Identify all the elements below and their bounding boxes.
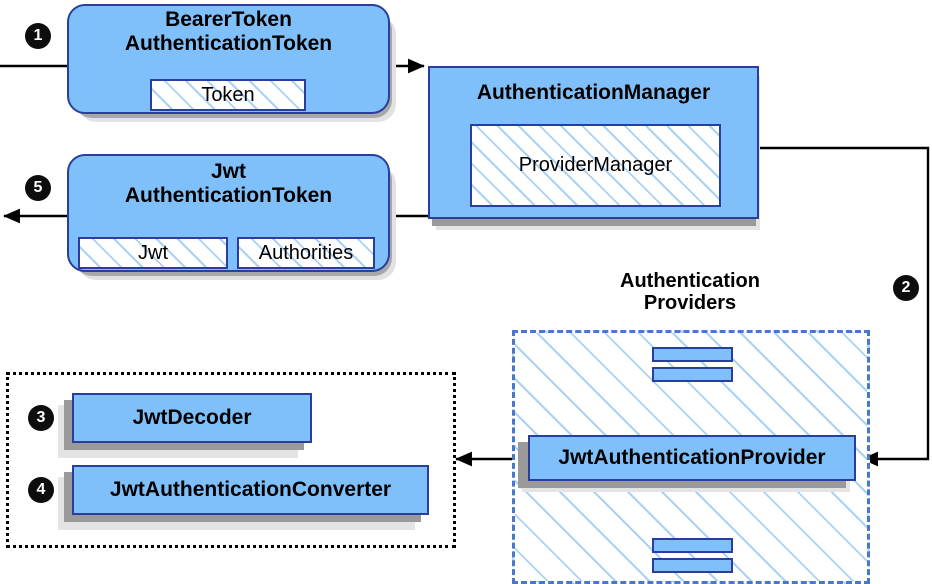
jwt-components-container (6, 372, 456, 548)
provider-bar-top-2 (652, 367, 733, 382)
badge-step-3-number: 3 (36, 409, 46, 426)
badge-step-5: 5 (25, 175, 51, 201)
jwt-inner-label: Jwt (138, 241, 168, 264)
badge-step-2: 2 (893, 275, 919, 301)
provider-bar-bottom-2 (652, 558, 733, 573)
jwt-authentication-token-inner-authorities-box: Authorities (237, 237, 375, 269)
authentication-providers-title: Authentication Providers (620, 269, 760, 314)
badge-step-1-number: 1 (33, 27, 43, 44)
jwt-authentication-token-inner-jwt-box: Jwt (78, 237, 228, 269)
badge-step-5-number: 5 (33, 179, 43, 196)
jwt-decoder-card[interactable] (72, 393, 312, 443)
provider-manager-label: ProviderManager (518, 154, 673, 176)
authorities-inner-label: Authorities (258, 241, 354, 264)
badge-step-4-number: 4 (36, 481, 46, 498)
bearer-token-inner-token-box: Token (150, 79, 306, 111)
jwt-authentication-provider-title: JwtAuthenticationProvider (558, 446, 826, 470)
authentication-manager-title: AuthenticationManager (476, 81, 711, 105)
bearer-token-title: BearerToken AuthenticationToken (124, 8, 333, 55)
badge-step-3: 3 (28, 405, 54, 431)
badge-step-2-number: 2 (901, 279, 911, 296)
jwt-authentication-token-title: Jwt AuthenticationToken (124, 160, 333, 207)
jwt-decoder-title: JwtDecoder (132, 406, 252, 430)
provider-bar-bottom-1 (652, 538, 733, 553)
jwt-authentication-converter-title: JwtAuthenticationConverter (109, 478, 392, 502)
badge-step-4: 4 (28, 477, 54, 503)
bearer-token-inner-label: Token (201, 83, 255, 106)
badge-step-1: 1 (25, 23, 51, 49)
authentication-manager-inner-provider-box: ProviderManager (470, 124, 721, 207)
jwt-authentication-converter-card[interactable] (72, 465, 429, 515)
provider-bar-top-1 (652, 347, 733, 362)
